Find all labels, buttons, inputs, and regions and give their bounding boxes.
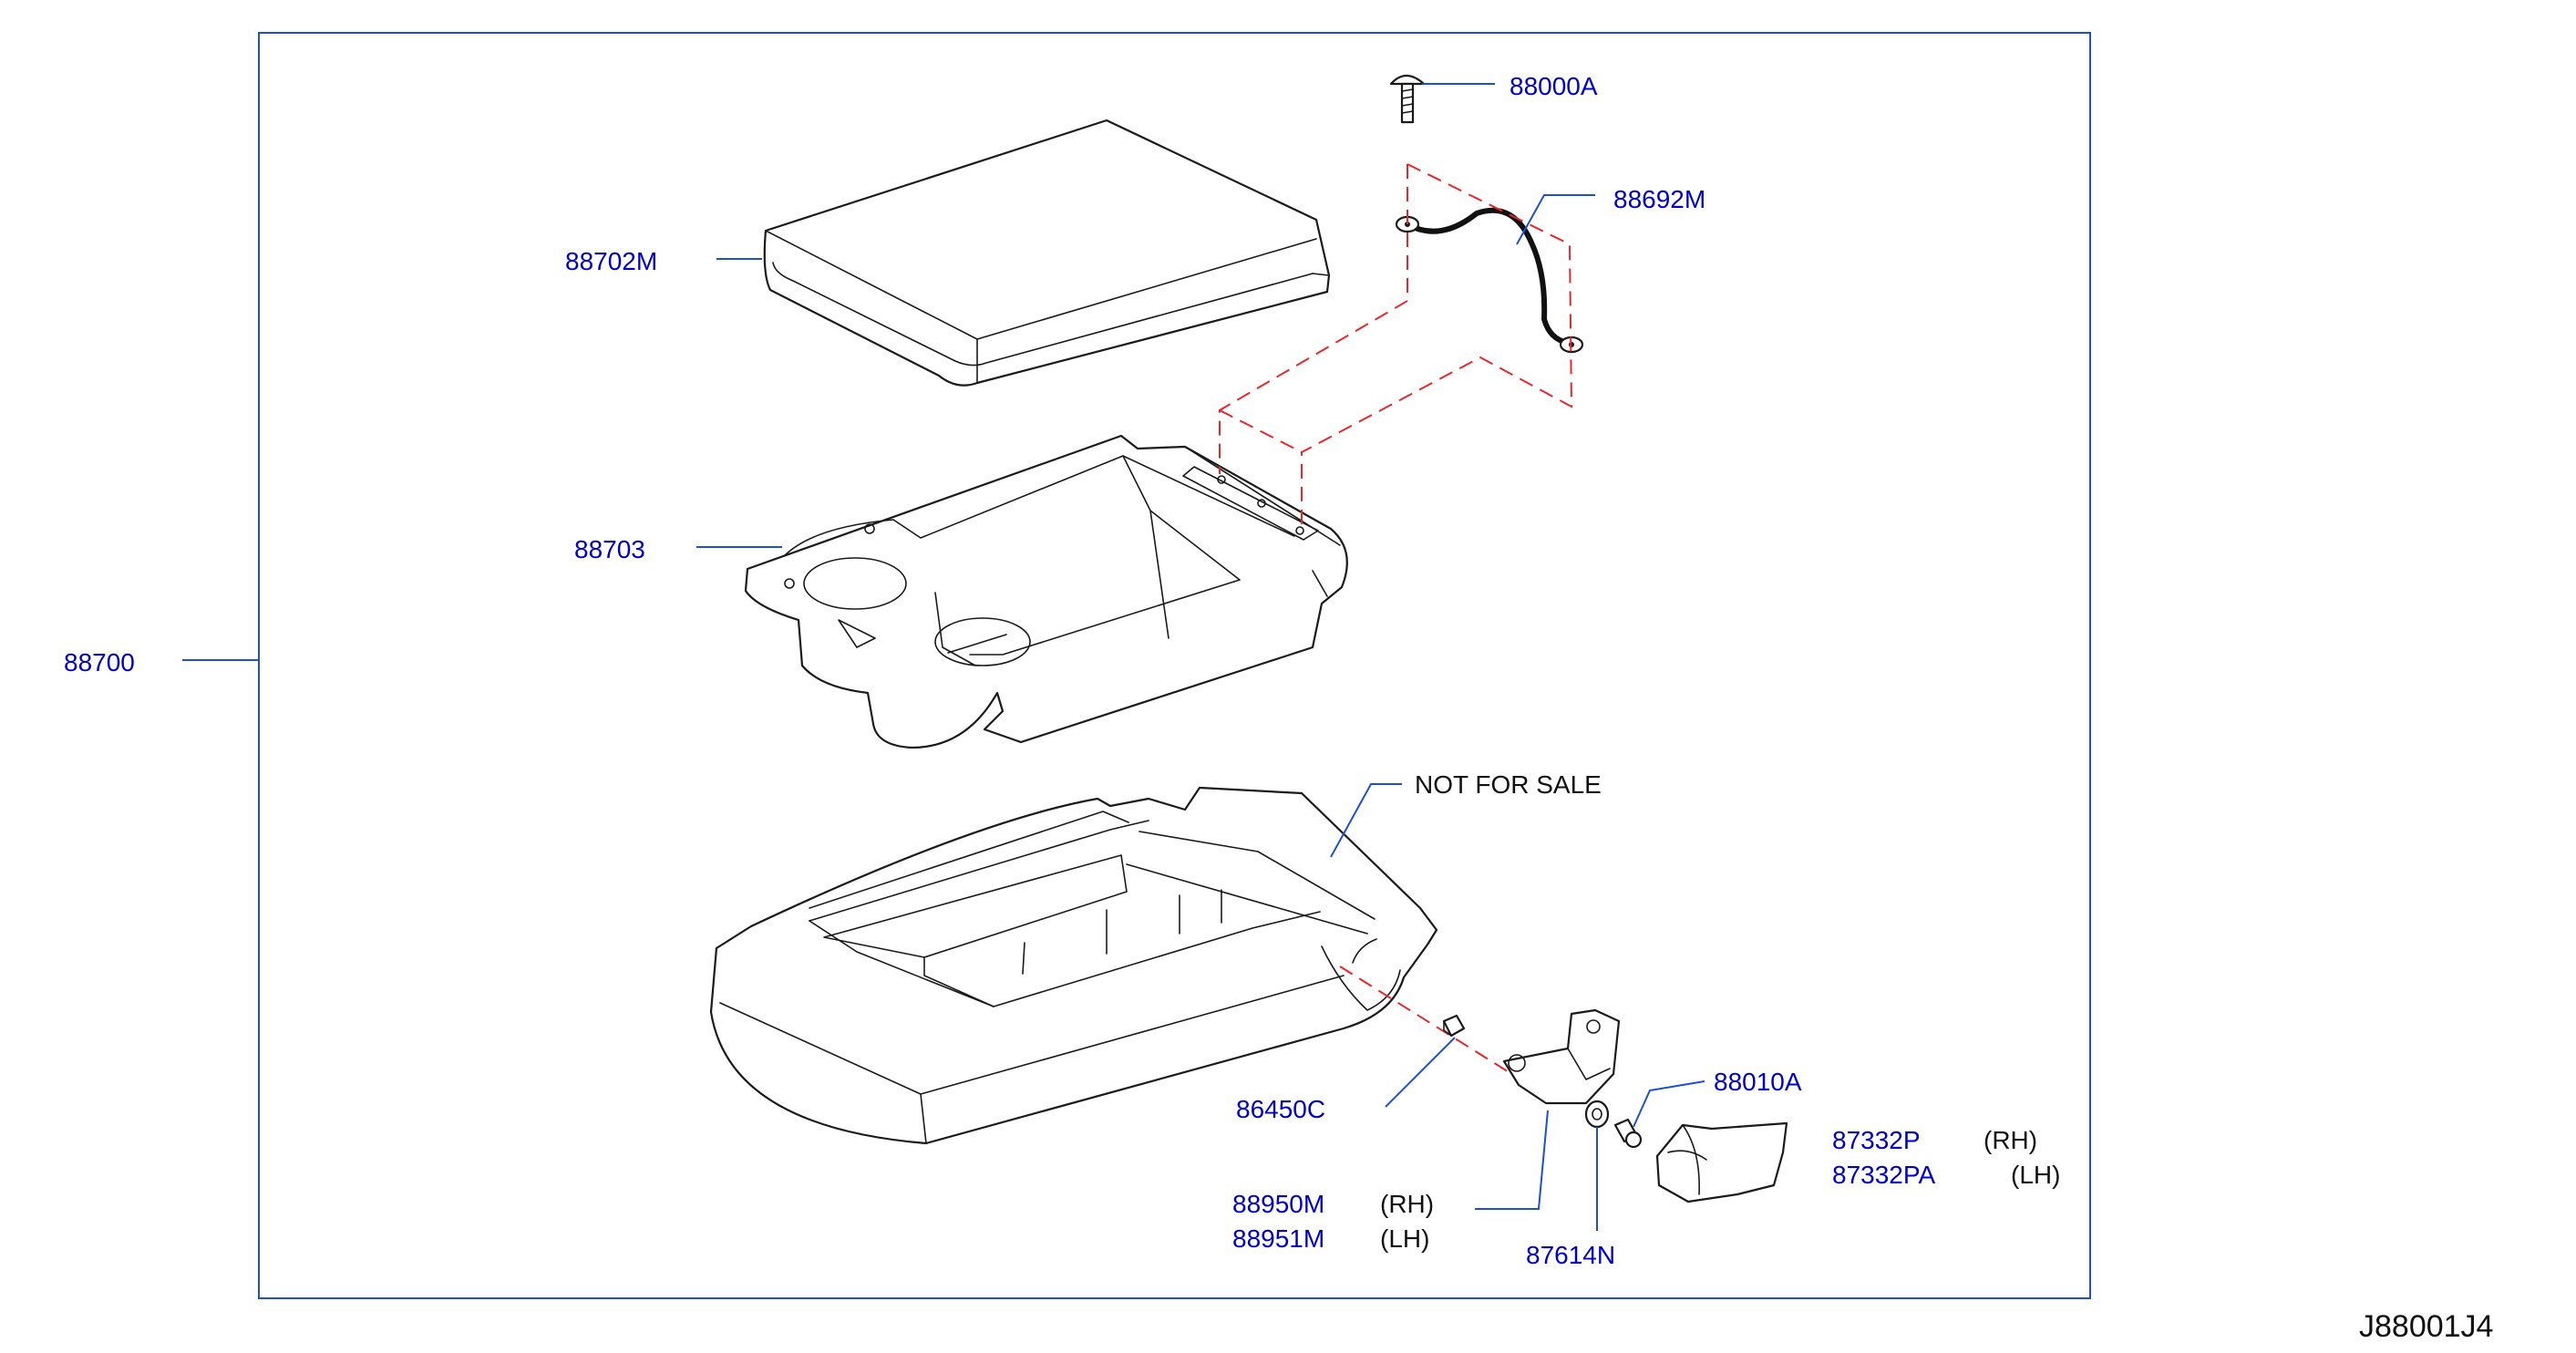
label-88703: 88703: [574, 535, 645, 563]
leader-lines: [182, 83, 1705, 1231]
label-88000A: 88000A: [1510, 72, 1598, 100]
diagram-frame: [258, 32, 2091, 1299]
label-87332P-side: (RH): [1984, 1126, 2037, 1154]
label-not-for-sale: NOT FOR SALE: [1415, 770, 1602, 799]
cover-87332P[interactable]: [1655, 1121, 1788, 1203]
label-88950M-side: (RH): [1380, 1190, 1434, 1218]
screw-88010A[interactable]: [1613, 1118, 1643, 1149]
label-88700: 88700: [64, 648, 135, 676]
bolt-88000A[interactable]: [1389, 74, 1426, 124]
bracket-88950M[interactable]: [1502, 1008, 1621, 1105]
label-87332PA: 87332PA: [1832, 1161, 1935, 1189]
label-88010A: 88010A: [1714, 1068, 1802, 1096]
label-88951M-side: (LH): [1380, 1224, 1429, 1253]
label-86450C: 86450C: [1236, 1095, 1325, 1123]
label-88951M: 88951M: [1232, 1224, 1324, 1253]
label-88702M: 88702M: [565, 247, 657, 275]
armrest-lid[interactable]: [763, 119, 1331, 387]
cable-88692M[interactable]: [1395, 207, 1584, 354]
label-87614N: 87614N: [1526, 1241, 1615, 1269]
label-87332PA-side: (LH): [2011, 1161, 2060, 1189]
console-base[interactable]: [709, 786, 1438, 1145]
label-88950M: 88950M: [1232, 1190, 1324, 1218]
diagram-code: J88001J4: [2359, 1309, 2493, 1344]
label-88692M: 88692M: [1613, 185, 1705, 213]
clip-86450C[interactable]: [1442, 1014, 1466, 1038]
label-87332P: 87332P: [1832, 1126, 1921, 1154]
console-bin[interactable]: [744, 434, 1348, 749]
washer-87614N[interactable]: [1584, 1100, 1610, 1129]
